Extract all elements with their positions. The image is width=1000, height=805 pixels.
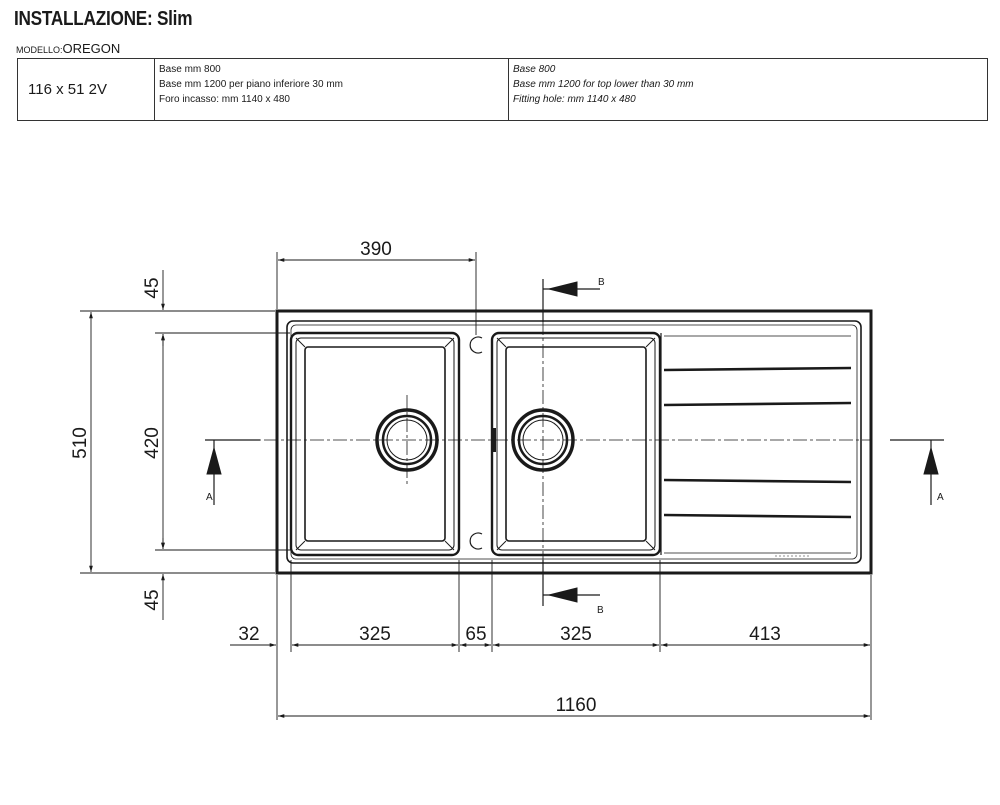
model-value: OREGON: [62, 41, 121, 56]
spec-english-line: Base 800: [513, 64, 556, 75]
overflow-hole-top: [469, 336, 483, 354]
section-b-bottom-label: B: [597, 605, 604, 616]
dim-bottom-margin: 45: [142, 589, 163, 610]
left-bowl: [289, 331, 461, 557]
spec-italian-line: Base mm 800: [159, 64, 221, 75]
section-a-left-marker: [205, 439, 260, 505]
dim-total-width: 1160: [556, 695, 597, 716]
section-a-right-marker: [890, 439, 944, 505]
dim-bowl-span: 390: [360, 239, 392, 260]
dim-bowl-right-width: 325: [560, 624, 592, 645]
spec-english-line: Base mm 1200 for top lower than 30 mm: [513, 79, 694, 90]
section-a-right-label: A: [937, 492, 944, 503]
section-a-left-label: A: [206, 492, 213, 503]
dim-top-margin: 45: [142, 277, 163, 298]
spec-italian: Base mm 800 Base mm 1200 per piano infer…: [154, 58, 509, 121]
dimension-lines: [80, 252, 872, 720]
spec-english: Base 800 Base mm 1200 for top lower than…: [508, 58, 988, 121]
section-b-top-marker: [542, 279, 600, 322]
sink-inner-rim: [286, 320, 862, 564]
page-title: INSTALLAZIONE: Slim: [14, 8, 193, 30]
overflow-hole-bottom: [469, 532, 483, 550]
dim-total-depth: 510: [70, 427, 91, 459]
section-b-bottom-marker: [542, 560, 600, 606]
dim-drainer-width: 413: [749, 624, 781, 645]
dim-left-edge: 32: [238, 624, 259, 645]
model-label: MODELLO:: [16, 45, 63, 55]
spec-italian-line: Foro incasso: mm 1140 x 480: [159, 94, 290, 105]
spec-italian-line: Base mm 1200 per piano inferiore 30 mm: [159, 79, 343, 90]
dim-bowl-left-width: 325: [359, 624, 391, 645]
right-bowl: [490, 331, 662, 557]
dim-bowl-gap: 65: [465, 624, 486, 645]
sink-outer-edge: [275, 309, 873, 575]
spec-table: 116 x 51 2V Base mm 800 Base mm 1200 per…: [17, 58, 988, 121]
spec-size: 116 x 51 2V: [17, 58, 155, 121]
dim-bowl-depth: 420: [142, 427, 163, 459]
section-b-top-label: B: [598, 277, 605, 288]
spec-english-line: Fitting hole: mm 1140 x 480: [513, 94, 636, 105]
centre-lines: [218, 298, 870, 590]
drainer-grooves: [660, 333, 852, 557]
model-line: MODELLO:OREGON: [16, 40, 120, 58]
overflow-slot: [491, 428, 496, 452]
